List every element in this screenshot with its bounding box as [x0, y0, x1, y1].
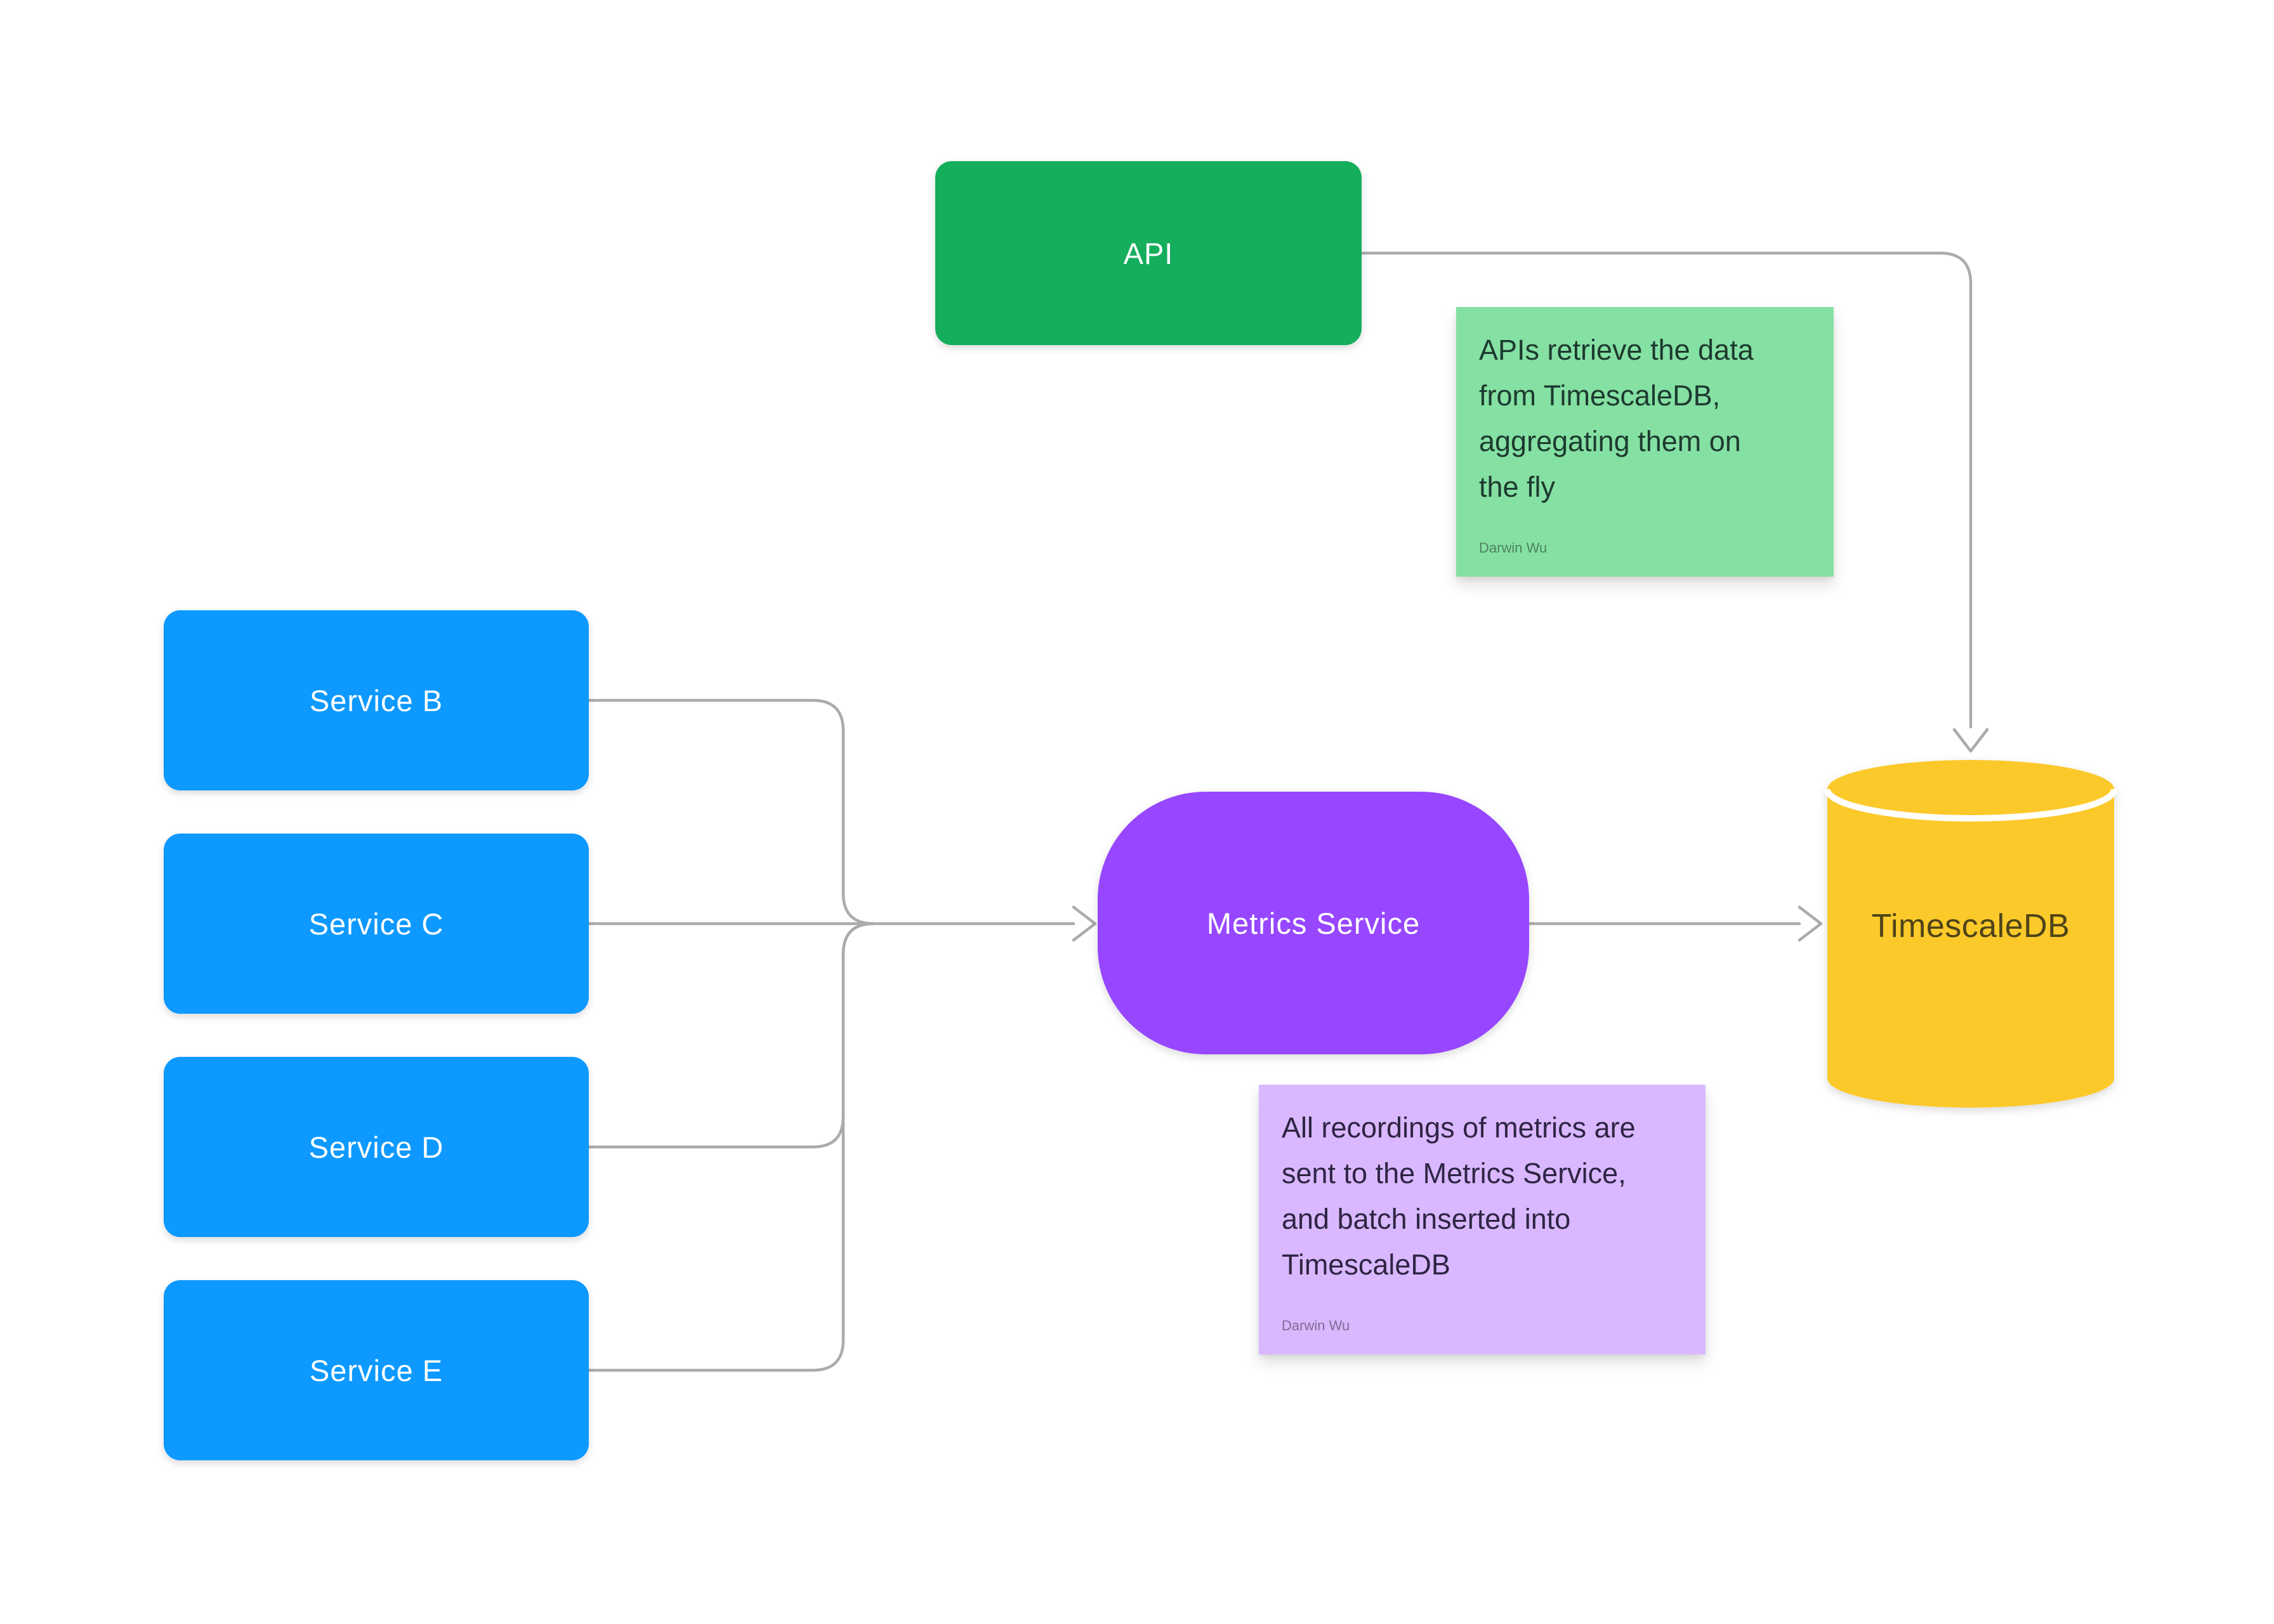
node-service-b[interactable]: Service B	[164, 610, 589, 790]
node-service-d-label: Service D	[308, 1130, 444, 1164]
timescaledb-cylinder-divider	[1824, 789, 2117, 822]
sticky-note-api-author: Darwin Wu	[1479, 540, 1548, 556]
connector-service-b-to-metrics[interactable]	[587, 698, 876, 926]
node-metrics-service[interactable]: Metrics Service	[1098, 792, 1529, 1054]
node-service-e[interactable]: Service E	[164, 1280, 589, 1460]
node-service-c[interactable]: Service C	[164, 834, 589, 1014]
node-metrics-service-label: Metrics Service	[1206, 906, 1421, 940]
sticky-note-metrics[interactable]: All recordings of metrics are sent to th…	[1259, 1085, 1705, 1354]
node-service-c-label: Service C	[308, 907, 444, 941]
node-api[interactable]: API	[935, 161, 1362, 345]
arrowhead-into-timescaledb-top	[1952, 728, 1989, 753]
node-api-label: API	[1123, 236, 1174, 270]
node-service-b-label: Service B	[309, 683, 444, 717]
node-timescaledb-label: TimescaleDB	[1871, 908, 2070, 945]
connector-service-d-to-metrics[interactable]	[587, 922, 876, 1149]
sticky-note-metrics-author: Darwin Wu	[1282, 1318, 1350, 1333]
node-timescaledb[interactable]	[1824, 760, 2117, 1108]
connector-api-to-timescaledb[interactable]	[1361, 251, 1973, 729]
node-service-e-label: Service E	[309, 1353, 444, 1387]
node-service-d[interactable]: Service D	[164, 1057, 589, 1237]
sticky-note-api-text: APIs retrieve the data from TimescaleDB,…	[1479, 334, 1754, 503]
arrowhead-into-timescaledb-left	[1798, 905, 1823, 942]
arrowhead-into-metrics	[1072, 905, 1097, 942]
timescaledb-cylinder-shape[interactable]	[1827, 760, 2114, 1108]
sticky-note-api[interactable]: APIs retrieve the data from TimescaleDB,…	[1456, 307, 1834, 577]
sticky-note-metrics-text: All recordings of metrics are sent to th…	[1282, 1111, 1636, 1281]
